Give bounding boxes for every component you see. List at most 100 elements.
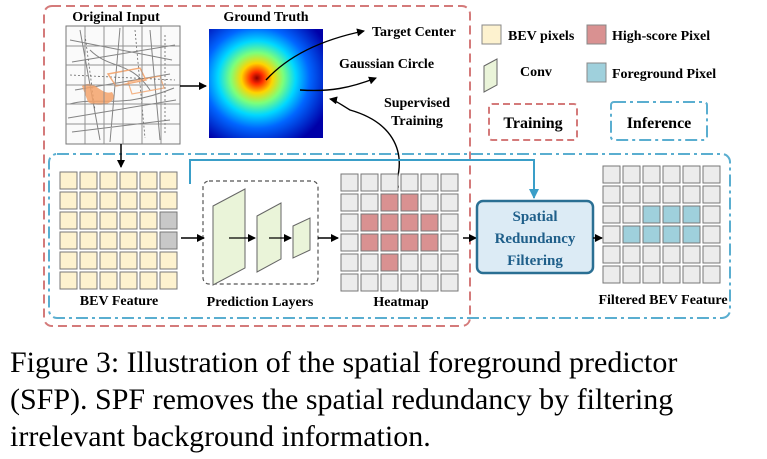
- bev-pixel-cell: [140, 232, 157, 249]
- legend-inference-label: Inference: [627, 115, 692, 132]
- heatmap-pixel-cell: [401, 194, 418, 211]
- bev-pixel-cell: [100, 232, 117, 249]
- bev-pixel-cell: [120, 272, 137, 289]
- bev-pixel-cell: [60, 232, 77, 249]
- heatmap-label: Heatmap: [373, 295, 428, 310]
- bev-feature-grid: [60, 172, 177, 289]
- heatmap-pixel-cell: [441, 254, 458, 271]
- heatmap-pixel-cell: [341, 174, 358, 191]
- bev-pixel-cell: [100, 212, 117, 229]
- bev-pixel-cell: [160, 232, 177, 249]
- heatmap-pixel-cell: [361, 234, 378, 251]
- heatmap-pixel-cell: [441, 174, 458, 191]
- legend-conv-label: Conv: [520, 65, 552, 80]
- heatmap-pixel-cell: [341, 274, 358, 291]
- heatmap-pixel-cell: [381, 214, 398, 231]
- original-input-image: [66, 26, 180, 144]
- filtered-pixel-cell: [643, 186, 660, 203]
- bev-pixel-cell: [80, 272, 97, 289]
- legend-highscore-label: High-score Pixel: [612, 29, 710, 44]
- gaussian-circle-label: Gaussian Circle: [339, 57, 434, 72]
- ground-truth-heatmap: [209, 29, 323, 138]
- filtered-pixel-cell: [703, 206, 720, 223]
- heatmap-pixel-cell: [401, 214, 418, 231]
- heatmap-pixel-cell: [441, 274, 458, 291]
- supervised-label: Supervised: [384, 96, 450, 111]
- filtered-pixel-cell: [623, 246, 640, 263]
- bev-pixel-cell: [100, 272, 117, 289]
- filtered-pixel-cell: [643, 246, 660, 263]
- heatmap-pixel-cell: [341, 254, 358, 271]
- ground-truth-label: Ground Truth: [223, 10, 308, 25]
- filtered-bev-grid: [603, 166, 720, 283]
- filtered-pixel-cell: [703, 166, 720, 183]
- legend-training-label: Training: [503, 115, 562, 132]
- filtered-pixel-cell: [703, 246, 720, 263]
- filtered-pixel-cell: [663, 206, 680, 223]
- heatmap-pixel-cell: [401, 234, 418, 251]
- heatmap-pixel-cell: [421, 214, 438, 231]
- filtered-pixel-cell: [703, 226, 720, 243]
- bev-pixel-cell: [160, 212, 177, 229]
- conv-layer-1: [213, 189, 245, 285]
- original-input-label: Original Input: [72, 10, 160, 25]
- legend-conv-swatch: [484, 59, 497, 92]
- heatmap-pixel-cell: [401, 174, 418, 191]
- heatmap-pixel-cell: [421, 254, 438, 271]
- filtered-pixel-cell: [683, 166, 700, 183]
- filtered-pixel-cell: [603, 166, 620, 183]
- filtered-pixel-cell: [643, 266, 660, 283]
- heatmap-pixel-cell: [381, 234, 398, 251]
- bev-pixel-cell: [160, 272, 177, 289]
- legend-highscore-swatch: [587, 25, 606, 44]
- bev-pixel-cell: [80, 212, 97, 229]
- filtered-pixel-cell: [623, 266, 640, 283]
- bev-pixel-cell: [80, 192, 97, 209]
- filtered-pixel-cell: [603, 226, 620, 243]
- heatmap-pixel-cell: [381, 194, 398, 211]
- filtered-pixel-cell: [683, 266, 700, 283]
- heatmap-pixel-cell: [421, 234, 438, 251]
- spf-label-3: Filtering: [507, 253, 563, 269]
- arrow-supervised: [330, 99, 399, 180]
- filtered-pixel-cell: [703, 266, 720, 283]
- heatmap-pixel-cell: [341, 194, 358, 211]
- bev-pixel-cell: [120, 232, 137, 249]
- bev-pixel-cell: [60, 192, 77, 209]
- bev-pixel-cell: [140, 212, 157, 229]
- filtered-pixel-cell: [663, 226, 680, 243]
- heatmap-pixel-cell: [401, 274, 418, 291]
- filtered-pixel-cell: [623, 166, 640, 183]
- bev-pixel-cell: [100, 252, 117, 269]
- filtered-pixel-cell: [663, 166, 680, 183]
- heatmap-pixel-cell: [361, 254, 378, 271]
- filtered-pixel-cell: [603, 206, 620, 223]
- heatmap-pixel-cell: [361, 174, 378, 191]
- filtered-pixel-cell: [683, 186, 700, 203]
- bev-pixel-cell: [160, 172, 177, 189]
- heatmap-pixel-cell: [341, 234, 358, 251]
- filtered-pixel-cell: [643, 166, 660, 183]
- legend-bev-swatch: [482, 25, 501, 44]
- bev-pixel-cell: [140, 192, 157, 209]
- legend-foreground-swatch: [587, 63, 606, 82]
- bev-pixel-cell: [80, 252, 97, 269]
- bev-pixel-cell: [120, 192, 137, 209]
- filtered-pixel-cell: [643, 206, 660, 223]
- conv-layer-3: [293, 218, 310, 258]
- spf-diagram: Original Input Ground Truth Target Cente…: [0, 0, 767, 340]
- filtered-pixel-cell: [703, 186, 720, 203]
- filtered-pixel-cell: [683, 226, 700, 243]
- heatmap-pixel-cell: [361, 194, 378, 211]
- heatmap-grid: [341, 174, 458, 291]
- training-sub-label: Training: [391, 114, 443, 129]
- heatmap-pixel-cell: [361, 274, 378, 291]
- filtered-pixel-cell: [603, 266, 620, 283]
- filtered-pixel-cell: [683, 206, 700, 223]
- bev-pixel-cell: [160, 192, 177, 209]
- heatmap-pixel-cell: [381, 274, 398, 291]
- bev-pixel-cell: [120, 212, 137, 229]
- bev-pixel-cell: [100, 172, 117, 189]
- filtered-pixel-cell: [623, 186, 640, 203]
- bev-pixel-cell: [120, 172, 137, 189]
